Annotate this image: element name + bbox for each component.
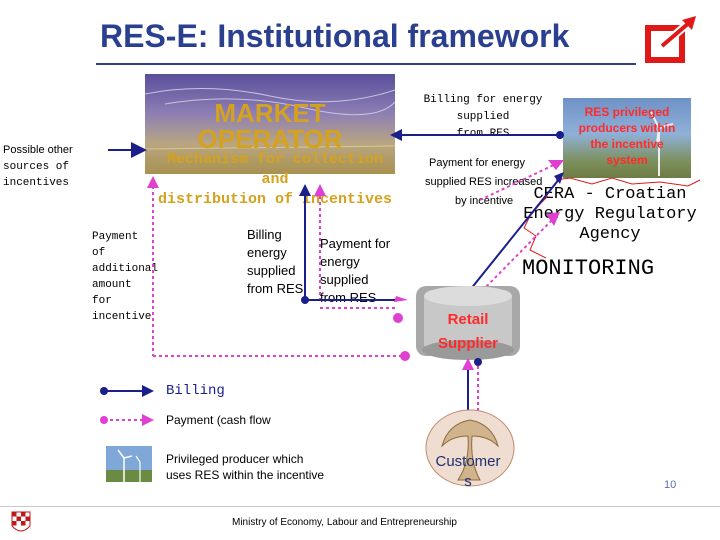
legend-billing-symbol: [100, 385, 154, 397]
market-operator-title: MARKET OPERATOR: [197, 98, 343, 154]
legend-billing-label: Billing: [166, 383, 225, 399]
croatia-coat-of-arms-icon: [11, 511, 31, 532]
arrow-logo-icon: [645, 16, 696, 63]
payment-energy-res-label: Payment for energy supplied from RES: [320, 236, 391, 305]
page-number: 10: [664, 479, 677, 491]
footer-ministry: Ministry of Economy, Labour and Entrepre…: [232, 517, 457, 528]
market-operator-box: [145, 74, 395, 174]
cera-label: CERA - Croatian Energy Regulatory Agency: [523, 185, 697, 244]
retail-supplier-label: Retail Supplier: [437, 311, 498, 352]
retail-res-payment-line: [477, 219, 553, 296]
legend-privileged-label: Privileged producer which uses RES withi…: [166, 452, 325, 482]
possible-sources-label: Possible other sources of incentives: [3, 144, 73, 189]
page-title: RES-E: Institutional framework: [100, 18, 570, 54]
res-privileged-label: RES privileged producers within the ince…: [578, 105, 676, 167]
retail-res-billing-line: [469, 177, 561, 291]
billing-energy-res-label: Billing energy supplied from RES: [247, 227, 304, 296]
legend-wind-turbine-icon: [106, 446, 152, 482]
incentive-mechanism-text: Mechanism for collection and distributio…: [157, 151, 393, 208]
payment-additional-label: Payment of additional amount for incenti…: [92, 231, 159, 323]
legend-payment-label: Payment (cash flow: [166, 413, 271, 427]
customers-label: Customer s: [435, 453, 501, 490]
res-producers-box: [563, 98, 691, 178]
customers-icon: [425, 409, 515, 487]
monitoring-label: MONITORING: [522, 256, 655, 281]
title-underline: [96, 63, 636, 65]
payment-increased-line: [479, 161, 561, 201]
legend-payment-symbol: [100, 414, 154, 426]
retail-supplier-icon: [416, 286, 520, 360]
payment-additional-flow: [147, 176, 159, 356]
wind-turbine-icon: [650, 111, 674, 176]
